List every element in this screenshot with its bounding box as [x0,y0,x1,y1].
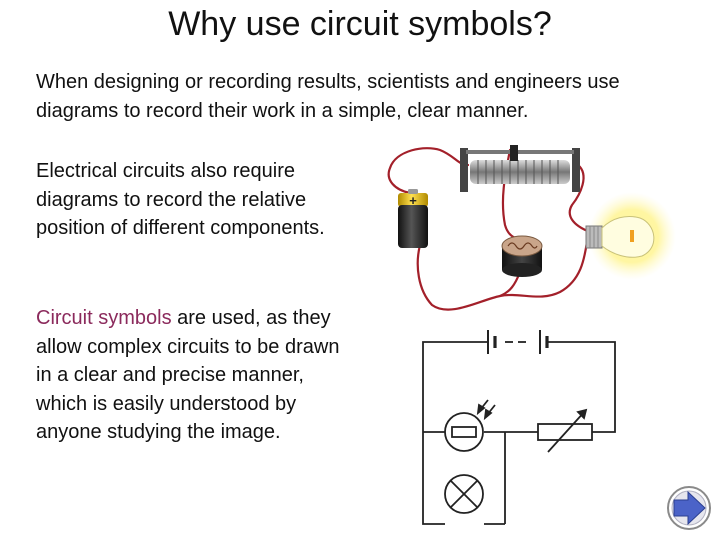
lamp-bulb [601,215,655,258]
ldr-picture [501,235,543,277]
battery-body [398,205,428,248]
circuit-paragraph: Electrical circuits also require diagram… [36,160,325,239]
battery-terminal [408,189,418,194]
rheostat-slider-bar [466,150,574,154]
rheostat-right-end [572,148,580,192]
battery-picture: + [398,189,428,248]
lamp-cap-threads [589,226,599,248]
next-slide-button[interactable] [667,486,711,530]
variable-resistor-symbol [537,408,593,453]
intro-paragraph: When designing or recording results, sci… [36,71,620,122]
symbol-wire-right [548,341,616,433]
rheostat-slider [510,145,518,161]
ldr-track [507,242,538,250]
wire-battery-to-rheostat [387,147,470,195]
ldr-bottom [502,263,542,277]
rheostat-coil-turns [477,160,559,184]
battery-symbol [487,330,549,354]
lamp-picture [585,192,676,280]
circuit-symbols-highlight: Circuit symbols [36,307,172,329]
battery-plus-sign: + [409,193,417,208]
rheostat-coil [470,160,570,184]
arrow-right-icon [673,490,706,526]
symbols-paragraph: Circuit symbols are used, as they allow … [36,304,356,447]
wire-rheostat-to-lamp [568,163,592,234]
circuit-symbol-diagram [422,330,616,525]
pictorial-circuit: + [387,145,676,311]
rheostat-left-end [460,148,468,192]
battery-top [398,193,428,207]
symbol-wire-left [422,341,488,525]
lamp-filament [630,230,634,242]
symbols-paragraph-text: are used, as they allow complex circuits… [36,307,340,443]
rheostat-picture [460,145,580,192]
ldr-face [501,235,543,257]
ldr-symbol [444,399,496,452]
lamp-symbol [444,474,484,514]
page-title: Why use circuit symbols? [168,5,552,43]
